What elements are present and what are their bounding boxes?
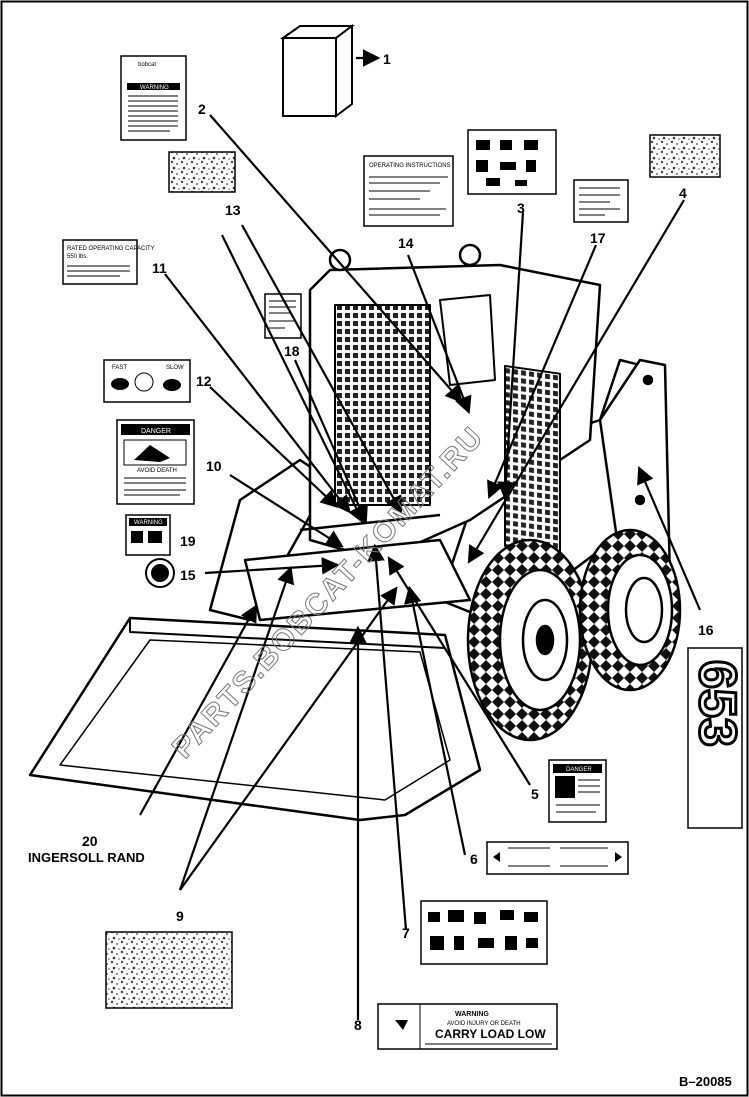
decal-9-speckled <box>105 931 233 1009</box>
callout-1: 1 <box>383 51 391 67</box>
decal-10-danger: DANGER AVOID DEATH <box>116 419 195 505</box>
speed-fast-label: FAST <box>112 365 127 371</box>
callout-8: 8 <box>354 1017 362 1033</box>
decal-8-title: WARNING <box>455 1011 489 1018</box>
decal-speckled-4 <box>649 134 721 178</box>
decal-8-carry-load-low: WARNING AVOID INJURY OR DEATH CARRY LOAD… <box>377 1003 558 1050</box>
decal-6-direction <box>486 841 629 875</box>
decal-12-speed: FAST SLOW <box>103 359 191 403</box>
svg-text:DANGER: DANGER <box>566 767 592 773</box>
decal-1-manual-box <box>279 24 355 118</box>
callout-10: 10 <box>206 458 222 474</box>
callout-20: 20 <box>82 833 98 849</box>
speed-slow-label: SLOW <box>166 365 184 371</box>
decal-5-danger: DANGER <box>548 759 607 823</box>
callout-4: 4 <box>679 185 687 201</box>
callout-19: 19 <box>180 533 196 549</box>
decal-14-operating-instructions: OPERATING INSTRUCTIONS <box>363 155 454 227</box>
seat-bar <box>299 513 441 532</box>
callout-12: 12 <box>196 373 212 389</box>
danger-subtitle: AVOID DEATH <box>137 468 177 474</box>
callout-11: 11 <box>152 260 167 276</box>
cab-door <box>439 294 496 386</box>
decal-warning-card-title: WARNING <box>140 85 169 91</box>
decal-19-warning: WARNING <box>125 514 171 556</box>
callout-5: 5 <box>531 786 539 802</box>
decal-rated-capacity: RATED OPERATING CAPACITY 550 lbs. <box>62 239 155 285</box>
decal-7-pictograms <box>420 900 548 965</box>
callout-numbers: 1 2 3 4 5 6 7 8 9 10 11 12 13 14 15 16 1… <box>82 51 714 1033</box>
figure-code: B–20085 <box>679 1074 732 1089</box>
callout-15: 15 <box>180 567 196 583</box>
left-roof-light <box>328 248 352 272</box>
svg-text:RATED OPERATING CAPACITY: RATED OPERATING CAPACITY <box>67 246 155 252</box>
model-number-text: 653 <box>688 660 746 747</box>
callout-9: 9 <box>176 908 184 924</box>
decal-16-model-number: 653 <box>687 647 748 829</box>
callout-2: 2 <box>198 101 206 117</box>
front-tire <box>466 538 594 742</box>
decal-3-control-pictograms <box>467 129 557 195</box>
svg-text:OPERATING INSTRUCTIONS: OPERATING INSTRUCTIONS <box>369 163 451 169</box>
decal-18-small-instruction <box>264 293 302 339</box>
svg-text:550 lbs.: 550 lbs. <box>67 254 88 260</box>
callout-16: 16 <box>698 622 714 638</box>
callout-13: 13 <box>225 202 241 218</box>
callout-6: 6 <box>470 851 478 867</box>
callout-14: 14 <box>398 235 414 251</box>
decal-17-instruction <box>573 179 629 223</box>
decal-warning-card: bobcat WARNING <box>120 55 187 141</box>
decal-8-line2: CARRY LOAD LOW <box>435 1027 546 1041</box>
skid-steer-loader <box>28 243 682 822</box>
callout-18: 18 <box>284 343 300 359</box>
decal-manual-brand: bobcat <box>138 62 156 68</box>
callout-17: 17 <box>590 230 606 246</box>
decal-15-seal <box>145 558 175 588</box>
callout-3: 3 <box>517 200 525 216</box>
decal-8-line1: AVOID INJURY OR DEATH <box>447 1021 521 1027</box>
danger-title: DANGER <box>141 428 171 435</box>
right-roof-light <box>458 243 482 267</box>
rear-tire <box>578 528 682 692</box>
leader-lines <box>139 49 702 1020</box>
decal-speckled-1 <box>168 151 236 193</box>
svg-text:WARNING: WARNING <box>134 520 163 526</box>
callout-7: 7 <box>402 925 410 941</box>
cab-front-grille <box>334 304 431 506</box>
manufacturer-caption: INGERSOLL RAND <box>28 850 145 865</box>
